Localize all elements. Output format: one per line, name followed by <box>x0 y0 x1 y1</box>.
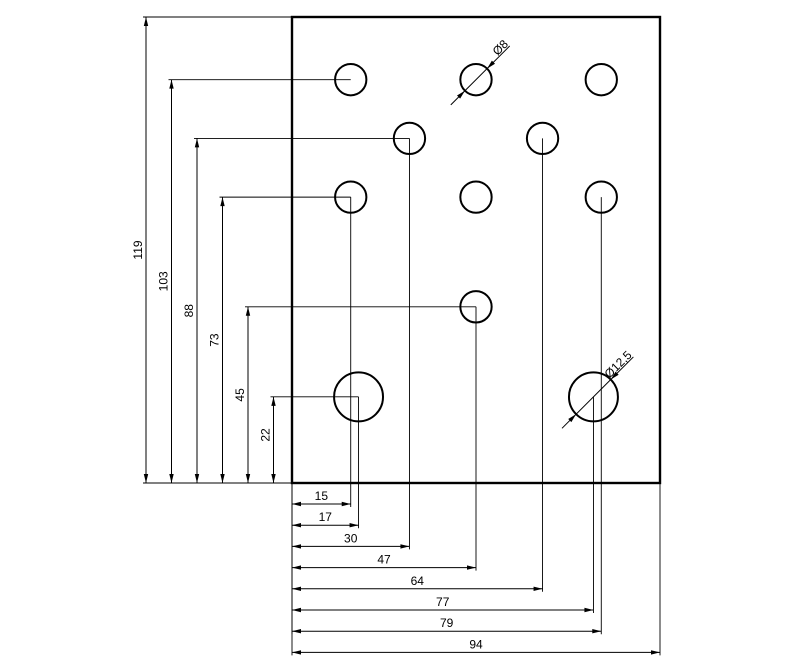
dimension-arrow <box>169 474 174 483</box>
dimension-arrow <box>245 306 251 316</box>
plate-outline <box>290 15 662 485</box>
dimension-arrow <box>143 474 149 483</box>
dimension-arrow <box>457 90 465 99</box>
dimension-arrow <box>400 544 410 549</box>
dimension-label: 15 <box>315 489 329 503</box>
hole-circle <box>333 371 385 423</box>
dimension-arrow <box>292 650 301 655</box>
hole-circle <box>392 121 427 156</box>
dimension-arrow <box>610 371 619 380</box>
dimension-arrow <box>292 607 301 613</box>
dimension-label: 47 <box>377 553 391 567</box>
hole-circle <box>525 121 560 156</box>
dimension-arrow <box>143 17 149 26</box>
dimension-label: 103 <box>157 271 171 291</box>
dimension-arrow <box>271 474 276 483</box>
hole-circle <box>567 371 619 423</box>
hole-circle <box>334 62 368 97</box>
dimension-arrow <box>584 607 594 613</box>
dimension-label: 79 <box>440 616 454 630</box>
dimension-arrow <box>467 565 476 570</box>
dimension-label: 45 <box>233 388 247 402</box>
dimension-arrow <box>341 501 351 507</box>
diameter-label: Ø8 <box>490 37 511 58</box>
dimension-arrow <box>292 629 301 634</box>
dimension-arrow <box>349 523 359 528</box>
dimension-arrow <box>194 474 200 483</box>
dimension-arrow <box>292 501 301 507</box>
diameter-label: Ø12,5 <box>602 348 635 381</box>
hole-circle <box>459 290 493 324</box>
dimension-label: 22 <box>259 428 273 442</box>
dimension-arrow <box>292 523 301 528</box>
dimension-arrow <box>533 586 543 591</box>
dimension-label: 73 <box>208 333 222 347</box>
dimension-label: 30 <box>344 531 358 545</box>
dimension-label: 94 <box>469 637 483 651</box>
dimension-arrow <box>651 650 660 655</box>
dimension-arrow <box>592 629 602 634</box>
dimension-arrow <box>194 138 200 148</box>
plate-part <box>290 15 662 485</box>
hole-circle <box>584 62 618 97</box>
dimension-arrow <box>292 544 301 549</box>
dimension-arrow <box>220 474 225 483</box>
hole-circle <box>459 62 493 97</box>
extension-lines <box>143 16 661 656</box>
dimension-arrow <box>292 565 301 570</box>
dimension-arrow <box>292 586 301 591</box>
dimension-label: 17 <box>319 510 333 524</box>
dimension-arrow <box>220 197 225 207</box>
dimension-label: 77 <box>436 595 450 609</box>
dimension-label: 88 <box>182 304 196 318</box>
dimension-arrow <box>169 79 174 89</box>
dimension-arrow <box>568 414 577 423</box>
dimension-arrow <box>245 474 251 483</box>
dimension-label: 119 <box>131 240 145 259</box>
dimension-lines <box>143 17 660 655</box>
hole-circle <box>584 180 618 214</box>
dimension-arrow <box>487 60 495 69</box>
dimension-arrow <box>271 396 276 406</box>
dimension-label: 64 <box>411 574 425 588</box>
hole-circle <box>334 180 368 214</box>
hole-circle <box>459 180 493 214</box>
